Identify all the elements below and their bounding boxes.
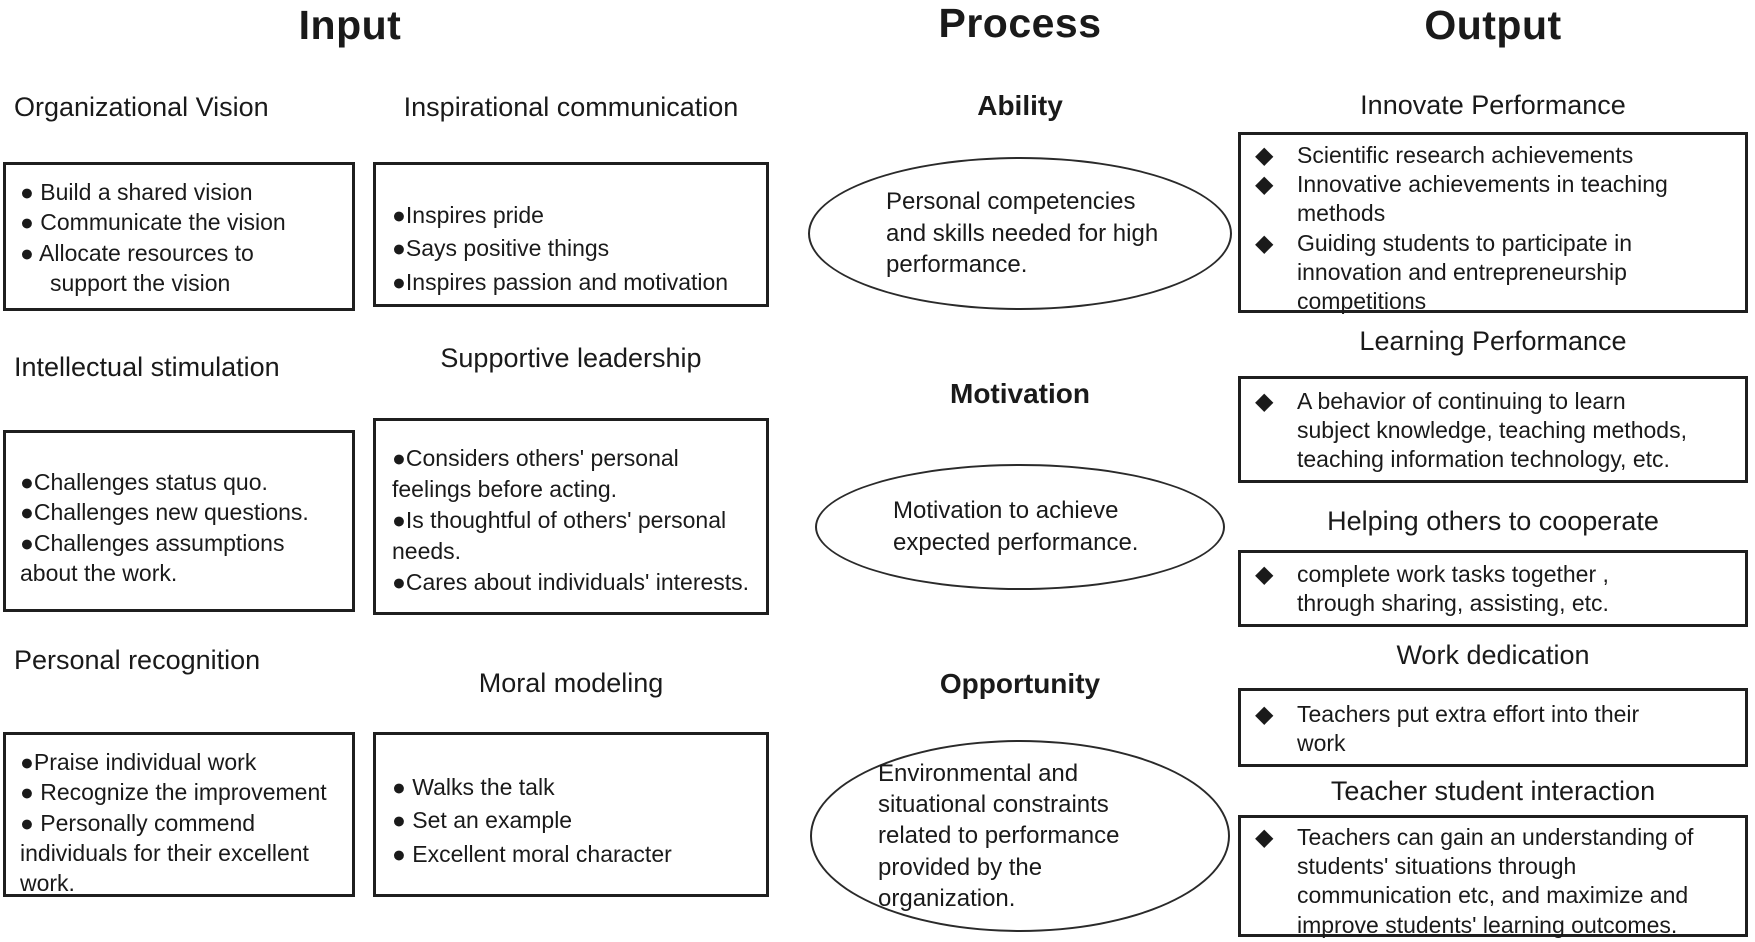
bullet-item: ● Build a shared vision xyxy=(20,179,253,205)
bullet-item: ●Inspires pride xyxy=(392,202,544,228)
diamond-bullet-icon: ◆ xyxy=(1255,561,1274,588)
group-heading-personal-recognition: Personal recognition xyxy=(14,645,261,675)
bullet-item: ● Walks the talk xyxy=(392,774,555,800)
process-stage-ellipse-motivation: Motivation to achieve expected performan… xyxy=(815,464,1225,590)
organizational-vision-box: ● Build a shared vision ● Communicate th… xyxy=(3,162,355,311)
supportive-leadership-box: ●Considers others' personal feelings bef… xyxy=(373,418,769,615)
bullet-text: A behavior of continuing to learn subjec… xyxy=(1297,388,1687,473)
process-stage-label-ability: Ability xyxy=(977,90,1063,121)
intellectual-stimulation-box: ●Challenges status quo. ●Challenges new … xyxy=(3,430,355,612)
bullet-text: Guiding students to participate in innov… xyxy=(1297,229,1632,315)
bullet-item: ●Challenges status quo. xyxy=(20,469,268,495)
bullet-item: ●Says positive things xyxy=(392,235,610,262)
bullet-item: ●Challenges assumptions about the work. xyxy=(20,529,285,587)
bullet-item: ●Praise individual work xyxy=(20,749,257,775)
process-stage-label-motivation: Motivation xyxy=(950,378,1090,409)
teacher-student-interaction-box: ◆ Teachers can gain an understanding of … xyxy=(1238,815,1748,940)
inspirational-communication-box: ●Inspires pride ●Says positive things ●I… xyxy=(373,162,769,307)
process-column-header: Process xyxy=(938,0,1102,46)
group-heading-inspirational-communication: Inspirational communication xyxy=(403,92,739,122)
bullet-item: ●Challenges new questions. xyxy=(20,499,309,526)
moral-modeling-box: ● Walks the talk ● Set an example ● Exce… xyxy=(373,732,769,897)
group-heading-supportive-leadership: Supportive leadership xyxy=(440,343,702,373)
bullet-item: ◆ Guiding students to participate in inn… xyxy=(1255,229,1739,317)
output-heading-innovate-performance: Innovate Performance xyxy=(1360,90,1626,120)
process-stage-ellipse-ability: Personal competencies and skills needed … xyxy=(808,157,1232,310)
output-heading-teacher-student-interaction: Teacher student interaction xyxy=(1330,776,1656,806)
diamond-bullet-icon: ◆ xyxy=(1255,142,1274,169)
bullet-item: ◆ complete work tasks together , through… xyxy=(1255,560,1739,618)
process-stage-description: Personal competencies and skills needed … xyxy=(886,187,1159,279)
group-heading-moral-modeling: Moral modeling xyxy=(478,668,664,698)
bullet-item: ◆ Teachers can gain an understanding of … xyxy=(1255,823,1739,940)
bullet-item: ◆ A behavior of continuing to learn subj… xyxy=(1255,387,1739,475)
output-heading-helping-others-to-cooperate: Helping others to cooperate xyxy=(1327,506,1659,536)
output-heading-work-dedication: Work dedication xyxy=(1396,640,1590,670)
diamond-bullet-icon: ◆ xyxy=(1255,388,1274,415)
process-stage-ellipse-opportunity: Environmental and situational constraint… xyxy=(810,740,1230,932)
bullet-item: ● Recognize the improvement xyxy=(20,779,327,806)
bullet-item: ◆ Innovative achievements in teaching me… xyxy=(1255,170,1739,228)
diamond-bullet-icon: ◆ xyxy=(1255,171,1274,199)
process-stage-description: Motivation to achieve expected performan… xyxy=(893,497,1139,556)
bullet-item: ●Cares about individuals' interests. xyxy=(392,569,750,596)
bullet-text: Teachers can gain an understanding of st… xyxy=(1297,824,1694,938)
bullet-item: ◆ Scientific research achievements xyxy=(1255,141,1739,170)
bullet-item: ◆ Teachers put extra effort into their w… xyxy=(1255,700,1739,758)
personal-recognition-box: ●Praise individual work ● Recognize the … xyxy=(3,732,355,897)
input-column-header: Input xyxy=(298,2,402,48)
learning-performance-box: ◆ A behavior of continuing to learn subj… xyxy=(1238,376,1748,483)
bullet-text: Teachers put extra effort into their wor… xyxy=(1297,701,1640,757)
bullet-item: ●Inspires passion and motivation xyxy=(392,268,729,295)
bullet-text: complete work tasks together , through s… xyxy=(1297,561,1609,617)
bullet-item: ● Allocate resources to support the visi… xyxy=(20,239,254,297)
group-heading-organizational-vision: Organizational Vision xyxy=(14,92,269,122)
helping-others-to-cooperate-box: ◆ complete work tasks together , through… xyxy=(1238,550,1748,627)
work-dedication-box: ◆ Teachers put extra effort into their w… xyxy=(1238,688,1748,767)
bullet-item: ● Set an example xyxy=(392,807,573,834)
diamond-bullet-icon: ◆ xyxy=(1255,824,1274,851)
bullet-text: Innovative achievements in teaching meth… xyxy=(1297,171,1668,227)
group-heading-intellectual-stimulation: Intellectual stimulation xyxy=(14,352,280,382)
bullet-item: ● Excellent moral character xyxy=(392,840,672,867)
diamond-bullet-icon: ◆ xyxy=(1255,701,1274,728)
bullet-text: Scientific research achievements xyxy=(1297,142,1634,168)
process-stage-label-opportunity: Opportunity xyxy=(939,668,1101,699)
bullet-item: ●Is thoughtful of others' personal needs… xyxy=(392,507,727,565)
bullet-item: ● Communicate the vision xyxy=(20,209,286,236)
diamond-bullet-icon: ◆ xyxy=(1255,229,1274,257)
innovate-performance-box: ◆ Scientific research achievements ◆ Inn… xyxy=(1238,132,1748,314)
output-column-header: Output xyxy=(1424,2,1562,48)
output-heading-learning-performance: Learning Performance xyxy=(1359,326,1627,356)
process-stage-description: Environmental and situational constraint… xyxy=(878,760,1120,912)
bullet-item: ● Personally commend individuals for the… xyxy=(20,809,309,897)
bullet-item: ●Considers others' personal feelings bef… xyxy=(392,445,679,503)
